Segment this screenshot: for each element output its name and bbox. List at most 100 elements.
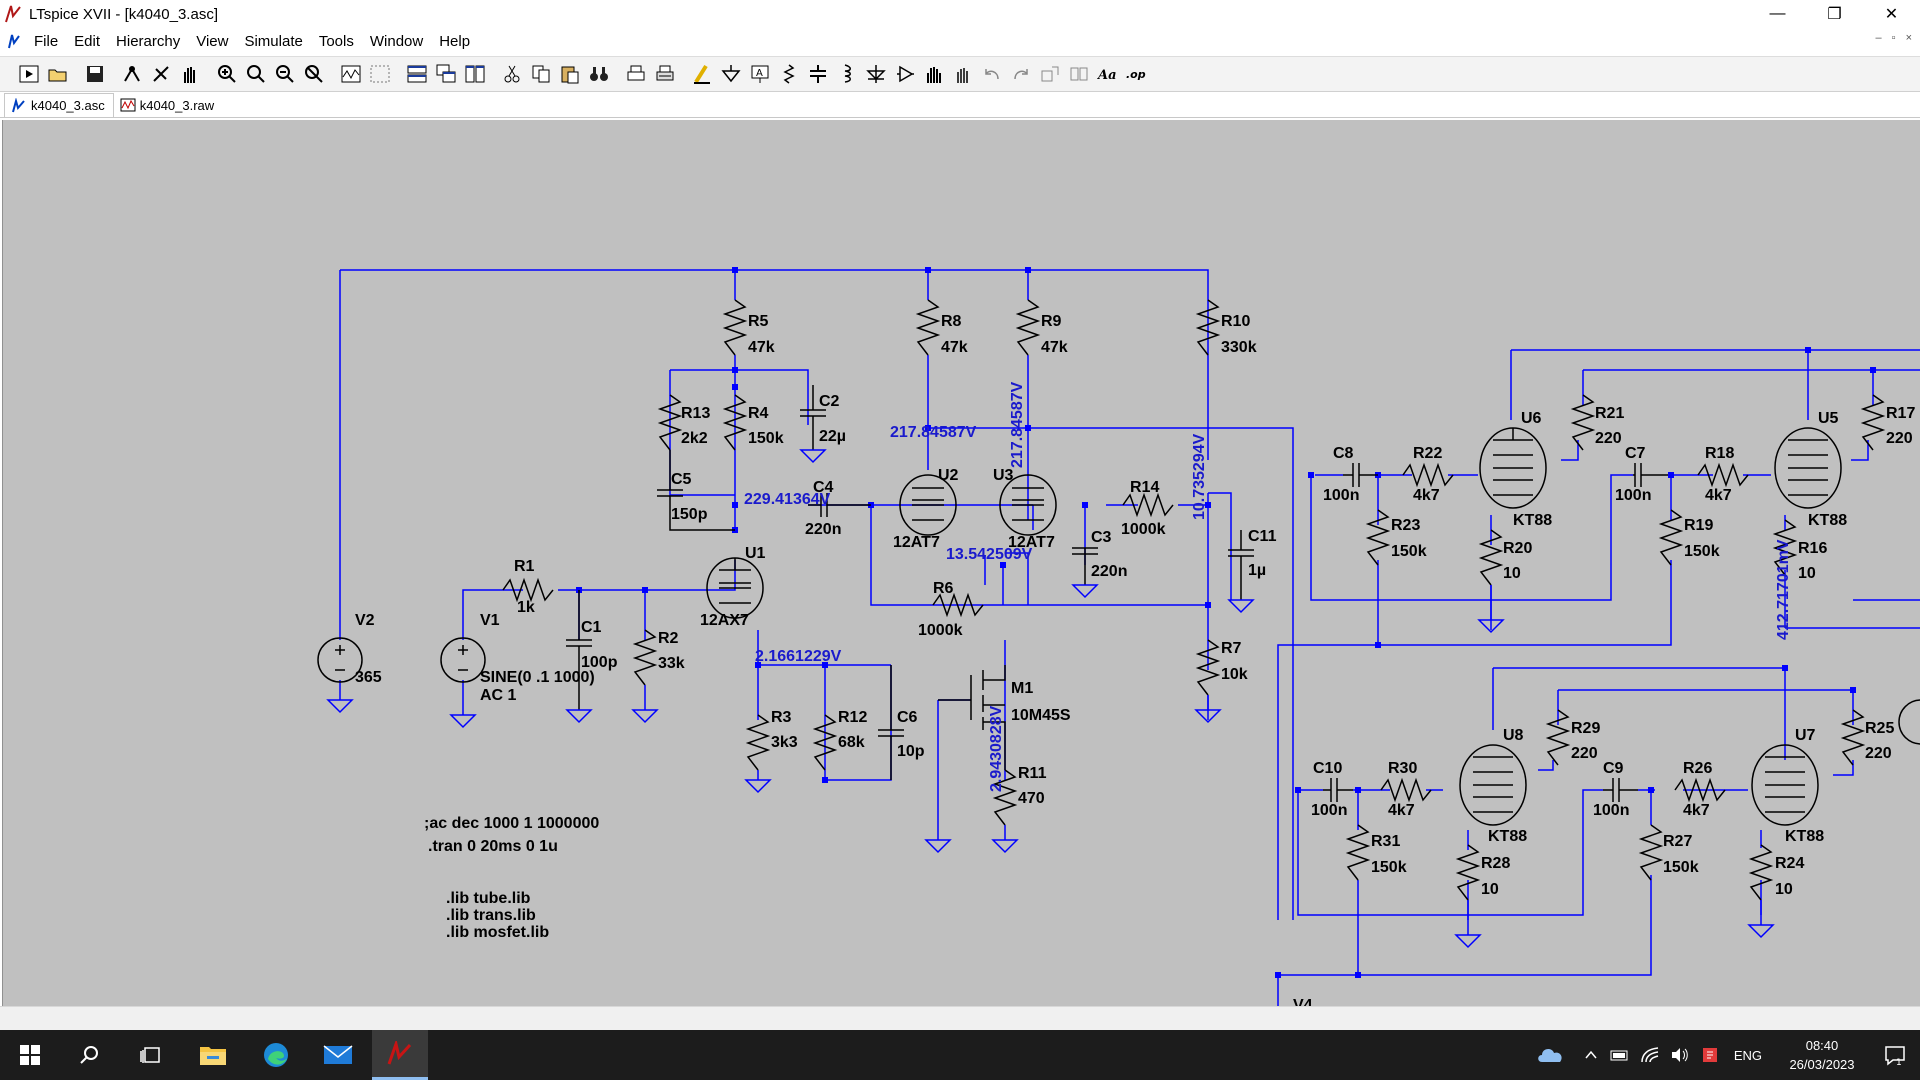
edge-icon[interactable] xyxy=(248,1030,304,1080)
resistor-icon[interactable] xyxy=(774,60,803,88)
close-button[interactable]: ✕ xyxy=(1884,6,1899,23)
undo-icon[interactable] xyxy=(977,60,1006,88)
zoom-fit-icon[interactable] xyxy=(299,60,328,88)
menu-edit[interactable]: Edit xyxy=(74,32,101,50)
svg-text:47k: 47k xyxy=(748,339,775,356)
mail-icon[interactable] xyxy=(310,1030,366,1080)
windows-start-icon[interactable] xyxy=(2,1030,58,1080)
title-bar: LTspice XVII - [k4040_3.asc] — ❐ ✕ xyxy=(0,0,1920,28)
net-label-icon[interactable]: A xyxy=(745,60,774,88)
capacitor-c2 xyxy=(800,385,826,450)
svg-text:100n: 100n xyxy=(1615,487,1651,504)
zoom-out-icon[interactable] xyxy=(270,60,299,88)
mirror-icon[interactable] xyxy=(1064,60,1093,88)
source-v2 xyxy=(317,637,363,683)
resistor-r31 xyxy=(1345,824,1371,881)
svg-text:220n: 220n xyxy=(1091,563,1127,580)
svg-text:12AT7: 12AT7 xyxy=(1008,534,1055,551)
security-alert-icon[interactable] xyxy=(1700,1045,1720,1065)
resistor-r17 xyxy=(1860,394,1886,451)
restore-button[interactable]: ❐ xyxy=(1827,6,1842,23)
minimize-button[interactable]: — xyxy=(1769,5,1786,22)
ground-r3 xyxy=(744,770,772,794)
pan-icon[interactable] xyxy=(175,60,204,88)
paste-icon[interactable] xyxy=(555,60,584,88)
svg-text:68k: 68k xyxy=(838,734,865,751)
zoom-in-icon[interactable] xyxy=(212,60,241,88)
svg-text:R19: R19 xyxy=(1684,517,1713,534)
tab-waveform[interactable]: k4040_3.raw xyxy=(114,93,222,117)
language-indicator[interactable]: ENG xyxy=(1733,1047,1762,1063)
capacitor-c6 xyxy=(878,665,904,780)
waveform-icon[interactable] xyxy=(336,60,365,88)
svg-text:C1: C1 xyxy=(581,619,602,636)
menu-view[interactable]: View xyxy=(196,32,229,50)
halt-icon[interactable] xyxy=(146,60,175,88)
cloud-sync-icon[interactable] xyxy=(1536,1042,1566,1068)
cut-icon[interactable] xyxy=(497,60,526,88)
print-setup-icon[interactable] xyxy=(650,60,679,88)
autorange-icon[interactable] xyxy=(365,60,394,88)
tab-schematic[interactable]: k4040_3.asc xyxy=(4,93,114,117)
mdi-close-button[interactable]: × xyxy=(1905,32,1912,44)
capacitor-c4 xyxy=(808,493,871,517)
drag-icon[interactable] xyxy=(948,60,977,88)
clock[interactable]: 08:40 26/03/2023 xyxy=(1776,1036,1868,1074)
open-icon[interactable] xyxy=(43,60,72,88)
spice-directive-icon[interactable]: .op xyxy=(1122,60,1151,88)
cascade-icon[interactable] xyxy=(431,60,460,88)
svg-text:.lib tube.lib: .lib tube.lib xyxy=(446,890,531,907)
tile-horizontal-icon[interactable] xyxy=(402,60,431,88)
capacitor-icon[interactable] xyxy=(803,60,832,88)
component-icon[interactable] xyxy=(890,60,919,88)
tile-vertical-icon[interactable] xyxy=(460,60,489,88)
wifi-icon[interactable] xyxy=(1640,1046,1660,1064)
save-icon[interactable] xyxy=(80,60,109,88)
copy-icon[interactable] xyxy=(526,60,555,88)
schematic-doc-icon[interactable] xyxy=(6,32,22,50)
svg-text:C4: C4 xyxy=(813,479,834,496)
svg-text:R28: R28 xyxy=(1481,855,1510,872)
ground-r20 xyxy=(1477,585,1505,634)
ground-c1 xyxy=(565,709,593,724)
menu-help[interactable]: Help xyxy=(439,32,471,50)
rotate-icon[interactable] xyxy=(1035,60,1064,88)
svg-text:V4: V4 xyxy=(1293,997,1313,1006)
text-icon[interactable]: Aa xyxy=(1093,60,1122,88)
menu-file[interactable]: File xyxy=(34,32,59,50)
find-icon[interactable] xyxy=(584,60,613,88)
zoom-icon[interactable] xyxy=(241,60,270,88)
menu-hierarchy[interactable]: Hierarchy xyxy=(116,32,181,50)
move-icon[interactable] xyxy=(919,60,948,88)
run-icon[interactable] xyxy=(14,60,43,88)
chevron-up-icon[interactable] xyxy=(1584,1048,1598,1062)
battery-icon[interactable] xyxy=(1610,1048,1630,1062)
menu-tools[interactable]: Tools xyxy=(318,32,354,50)
inductor-icon[interactable] xyxy=(832,60,861,88)
svg-text:R1: R1 xyxy=(514,558,535,575)
svg-text:10: 10 xyxy=(1503,565,1521,582)
menu-simulate[interactable]: Simulate xyxy=(244,32,303,50)
mdi-restore-button[interactable]: ▫ xyxy=(1891,32,1896,44)
ground-icon[interactable] xyxy=(716,60,745,88)
search-icon[interactable] xyxy=(62,1030,118,1080)
control-panel-icon[interactable] xyxy=(117,60,146,88)
svg-text:10: 10 xyxy=(1798,565,1816,582)
task-view-icon[interactable] xyxy=(122,1030,178,1080)
redo-icon[interactable] xyxy=(1006,60,1035,88)
ltspice-icon[interactable] xyxy=(372,1030,428,1080)
resistor-r8 xyxy=(915,299,941,356)
draw-wire-icon[interactable] xyxy=(687,60,716,88)
file-explorer-icon[interactable] xyxy=(185,1030,241,1080)
resistor-r2 xyxy=(632,629,658,686)
resistor-r22 xyxy=(1402,462,1454,488)
print-icon[interactable] xyxy=(621,60,650,88)
svg-text:KT88: KT88 xyxy=(1488,828,1527,845)
resistor-r3 xyxy=(745,714,771,771)
diode-icon[interactable] xyxy=(861,60,890,88)
volume-icon[interactable] xyxy=(1670,1046,1690,1064)
mdi-minimize-button[interactable]: – xyxy=(1875,32,1882,44)
notification-icon[interactable]: 1 xyxy=(1884,1044,1906,1066)
menu-window[interactable]: Window xyxy=(369,32,424,50)
